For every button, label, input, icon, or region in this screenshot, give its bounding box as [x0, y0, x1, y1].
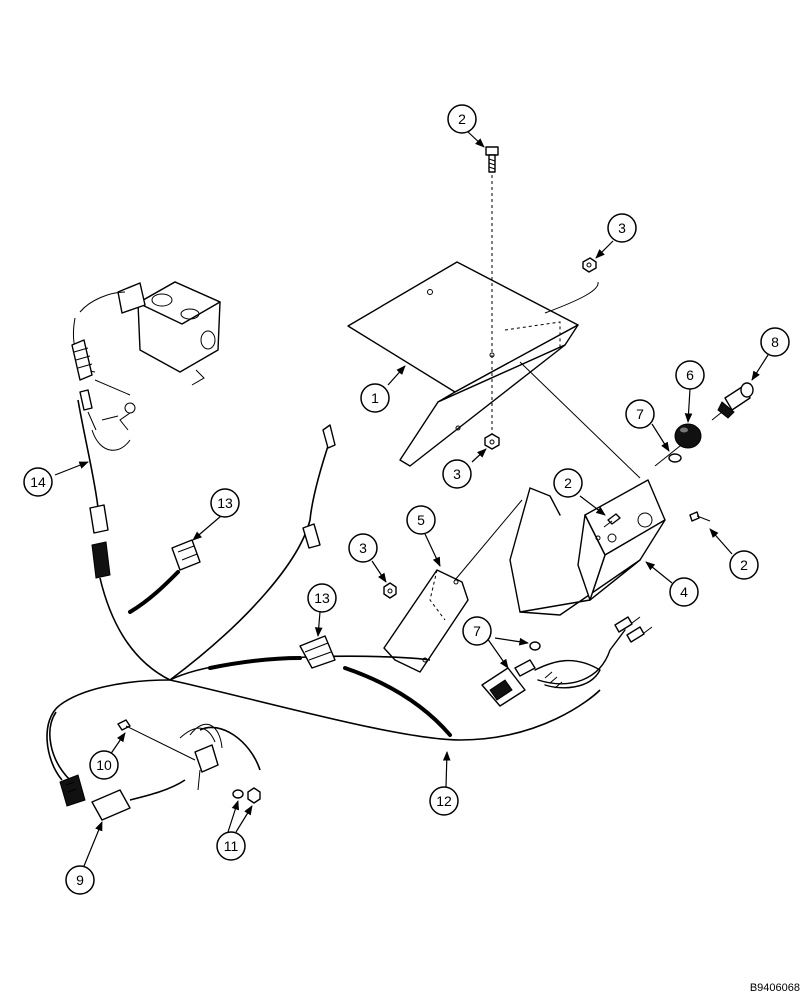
push-switch — [711, 382, 754, 421]
svg-text:3: 3 — [618, 220, 626, 236]
svg-text:11: 11 — [224, 838, 239, 854]
callout-7-switch: 7 — [462, 616, 492, 646]
callout-7-top: 7 — [625, 399, 655, 429]
callout-6: 6 — [675, 360, 705, 390]
callout-11: 11 — [216, 831, 246, 861]
clip-upper — [171, 539, 201, 571]
toggle-switch — [481, 616, 653, 707]
svg-text:10: 10 — [96, 757, 112, 773]
svg-text:13: 13 — [217, 495, 233, 511]
svg-text:3: 3 — [359, 540, 367, 556]
svg-text:1: 1 — [371, 390, 379, 406]
tie-straps — [128, 570, 452, 737]
callout-1: 1 — [360, 383, 390, 413]
callout-3-left: 3 — [348, 533, 378, 563]
bolt-top — [485, 146, 499, 173]
callout-4: 4 — [669, 577, 699, 607]
leaders — [54, 130, 769, 867]
connector — [59, 774, 186, 821]
callout-12: 12 — [429, 786, 459, 816]
callout-5: 5 — [406, 505, 436, 535]
svg-text:2: 2 — [740, 557, 748, 573]
nut-bottom — [484, 433, 500, 450]
bolt-bracket-right — [689, 511, 711, 522]
bracket — [509, 361, 701, 616]
figure-id: B9406068 — [749, 982, 800, 994]
callout-2-right: 2 — [729, 550, 759, 580]
callout-3-bottom: 3 — [442, 459, 472, 489]
mounting-plate — [383, 499, 523, 673]
washer-switch — [529, 641, 541, 651]
callout-13-lower: 13 — [307, 583, 337, 613]
callout-2-top: 2 — [447, 104, 477, 134]
callout-2-bracket: 2 — [553, 468, 583, 498]
callout-10: 10 — [89, 750, 119, 780]
svg-text:4: 4 — [680, 584, 688, 600]
svg-text:5: 5 — [417, 512, 425, 528]
svg-text:13: 13 — [314, 590, 330, 606]
cover-plate — [347, 261, 599, 467]
callout-13-upper: 13 — [210, 488, 240, 518]
svg-text:7: 7 — [636, 406, 644, 422]
svg-text:14: 14 — [30, 474, 46, 490]
nut-left — [383, 582, 397, 599]
svg-text:8: 8 — [771, 334, 779, 350]
svg-text:7: 7 — [473, 623, 481, 639]
washer-top — [668, 453, 682, 463]
svg-text:3: 3 — [453, 466, 461, 482]
callout-8: 8 — [760, 327, 790, 357]
knob — [674, 423, 702, 449]
callout-3-top: 3 — [607, 213, 637, 243]
svg-text:12: 12 — [436, 793, 452, 809]
ring-terminal-harness — [179, 723, 223, 749]
solenoid-valve — [71, 281, 221, 451]
bolt-bracket-left — [603, 513, 621, 528]
svg-text:9: 9 — [76, 872, 84, 888]
svg-text:2: 2 — [564, 475, 572, 491]
svg-text:2: 2 — [458, 111, 466, 127]
nut-top-right — [582, 257, 597, 273]
callout-9: 9 — [65, 865, 95, 895]
callout-14: 14 — [23, 467, 53, 497]
clip-lower — [299, 635, 336, 669]
bolt-lower — [117, 719, 219, 791]
nut-washer-pair — [232, 787, 261, 804]
svg-text:6: 6 — [686, 367, 694, 383]
wire-harness — [46, 399, 601, 781]
